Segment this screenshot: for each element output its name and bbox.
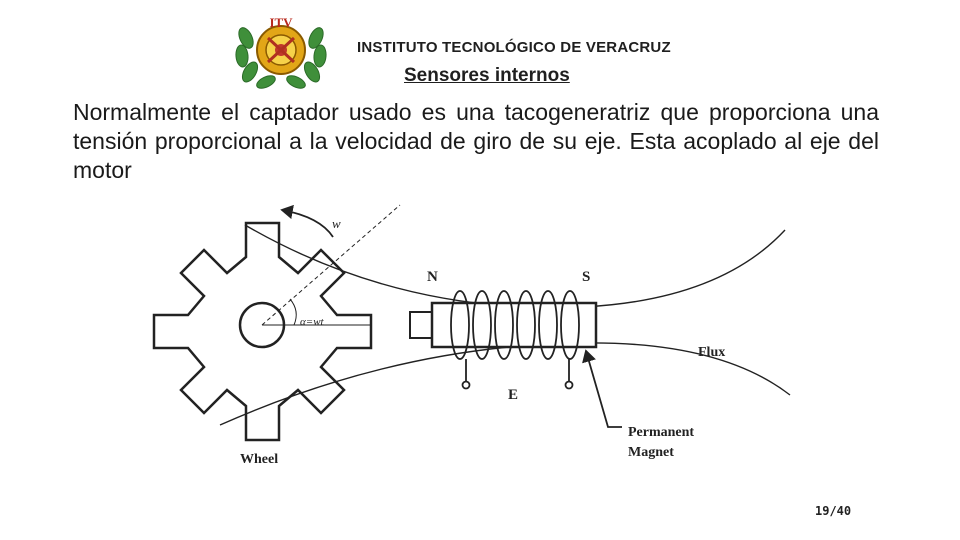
magnet-pointer-arrow: [582, 349, 622, 428]
pickup-coil: [450, 290, 580, 360]
page-number: 19/40: [815, 504, 852, 518]
permanent-magnet: [409, 301, 598, 349]
itv-logo: ITV: [235, 15, 327, 89]
magnet-core: [430, 301, 598, 349]
rotation-arrow: [280, 204, 334, 238]
wheel-outline: [152, 221, 373, 442]
coil-terminals: [461, 359, 574, 390]
north-pole-label: N: [427, 269, 438, 285]
wheel-label: Wheel: [240, 452, 278, 467]
magnet-label-line1: Permanent: [628, 425, 694, 440]
magnet-pole-tip: [409, 311, 433, 339]
gear-emblem-icon: [256, 25, 306, 75]
south-pole-label: S: [582, 269, 590, 285]
page-title: Sensores internos: [404, 65, 570, 86]
flux-label: Flux: [698, 345, 725, 360]
angle-label: α=wt: [300, 316, 325, 328]
laurel-wreath-icon: [235, 27, 327, 89]
angle-arc: [289, 298, 297, 326]
angular-velocity-label: w: [332, 216, 341, 231]
magnet-label-line2: Magnet: [628, 445, 674, 460]
rotating-radius-line: [261, 204, 401, 326]
toothed-wheel: [152, 204, 401, 442]
logo-text: ITV: [269, 15, 293, 30]
tachogenerator-diagram: w α=wt N S Flux E Permanent Magnet Wheel: [152, 204, 791, 467]
body-paragraph: Normalmente el captador usado es una tac…: [73, 99, 879, 183]
voltage-label: E: [508, 387, 518, 403]
institute-name: INSTITUTO TECNOLÓGICO DE VERACRUZ: [357, 39, 671, 56]
